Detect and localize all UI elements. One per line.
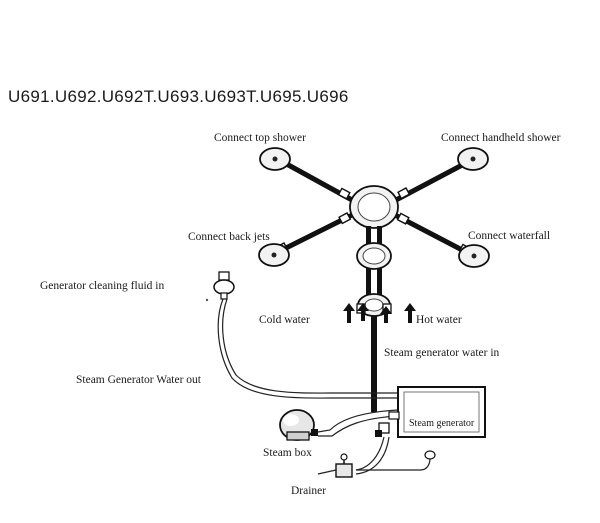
steam-box-pipe [317,409,399,433]
nozzle-back-jets [258,243,290,267]
label-steam-water-out: Steam Generator Water out [76,374,202,386]
cold-water-arrow-icon [343,303,369,323]
arm-back-jets [279,213,353,253]
label-waterfall: Connect waterfall [468,230,550,242]
steam-water-in-pipe [371,316,377,412]
label-steam-box: Steam box [263,447,312,459]
vertical-column [356,226,392,296]
drainer-outlet [424,450,436,460]
stray-dot [205,298,209,302]
nozzle-waterfall [458,244,490,268]
model-title: U691.U692.U692T.U693.U693T.U695.U696 [8,87,349,106]
diverter-hub [349,185,399,229]
steam-generator [388,386,486,438]
label-steam-water-in: Steam generator water in [384,347,500,359]
cleaning-fluid-funnel [213,271,235,300]
cleaning-fluid-hose [217,298,398,399]
label-top-shower: Connect top shower [214,132,306,144]
nozzle-top-shower [259,147,291,171]
label-cold-water: Cold water [259,314,310,326]
label-drainer: Drainer [291,485,326,497]
hot-water-arrow-icon [380,303,416,323]
label-hot-water: Hot water [416,314,462,326]
arm-waterfall [394,213,469,255]
label-cleaning-fluid: Generator cleaning fluid in [40,280,164,292]
label-steam-generator: Steam generator [409,418,475,429]
drainer-valve [317,453,353,478]
label-back-jets: Connect back jets [188,231,270,243]
steam-box [279,409,318,441]
label-handheld-shower: Connect handheld shower [441,132,561,144]
nozzle-handheld-shower [457,147,489,171]
